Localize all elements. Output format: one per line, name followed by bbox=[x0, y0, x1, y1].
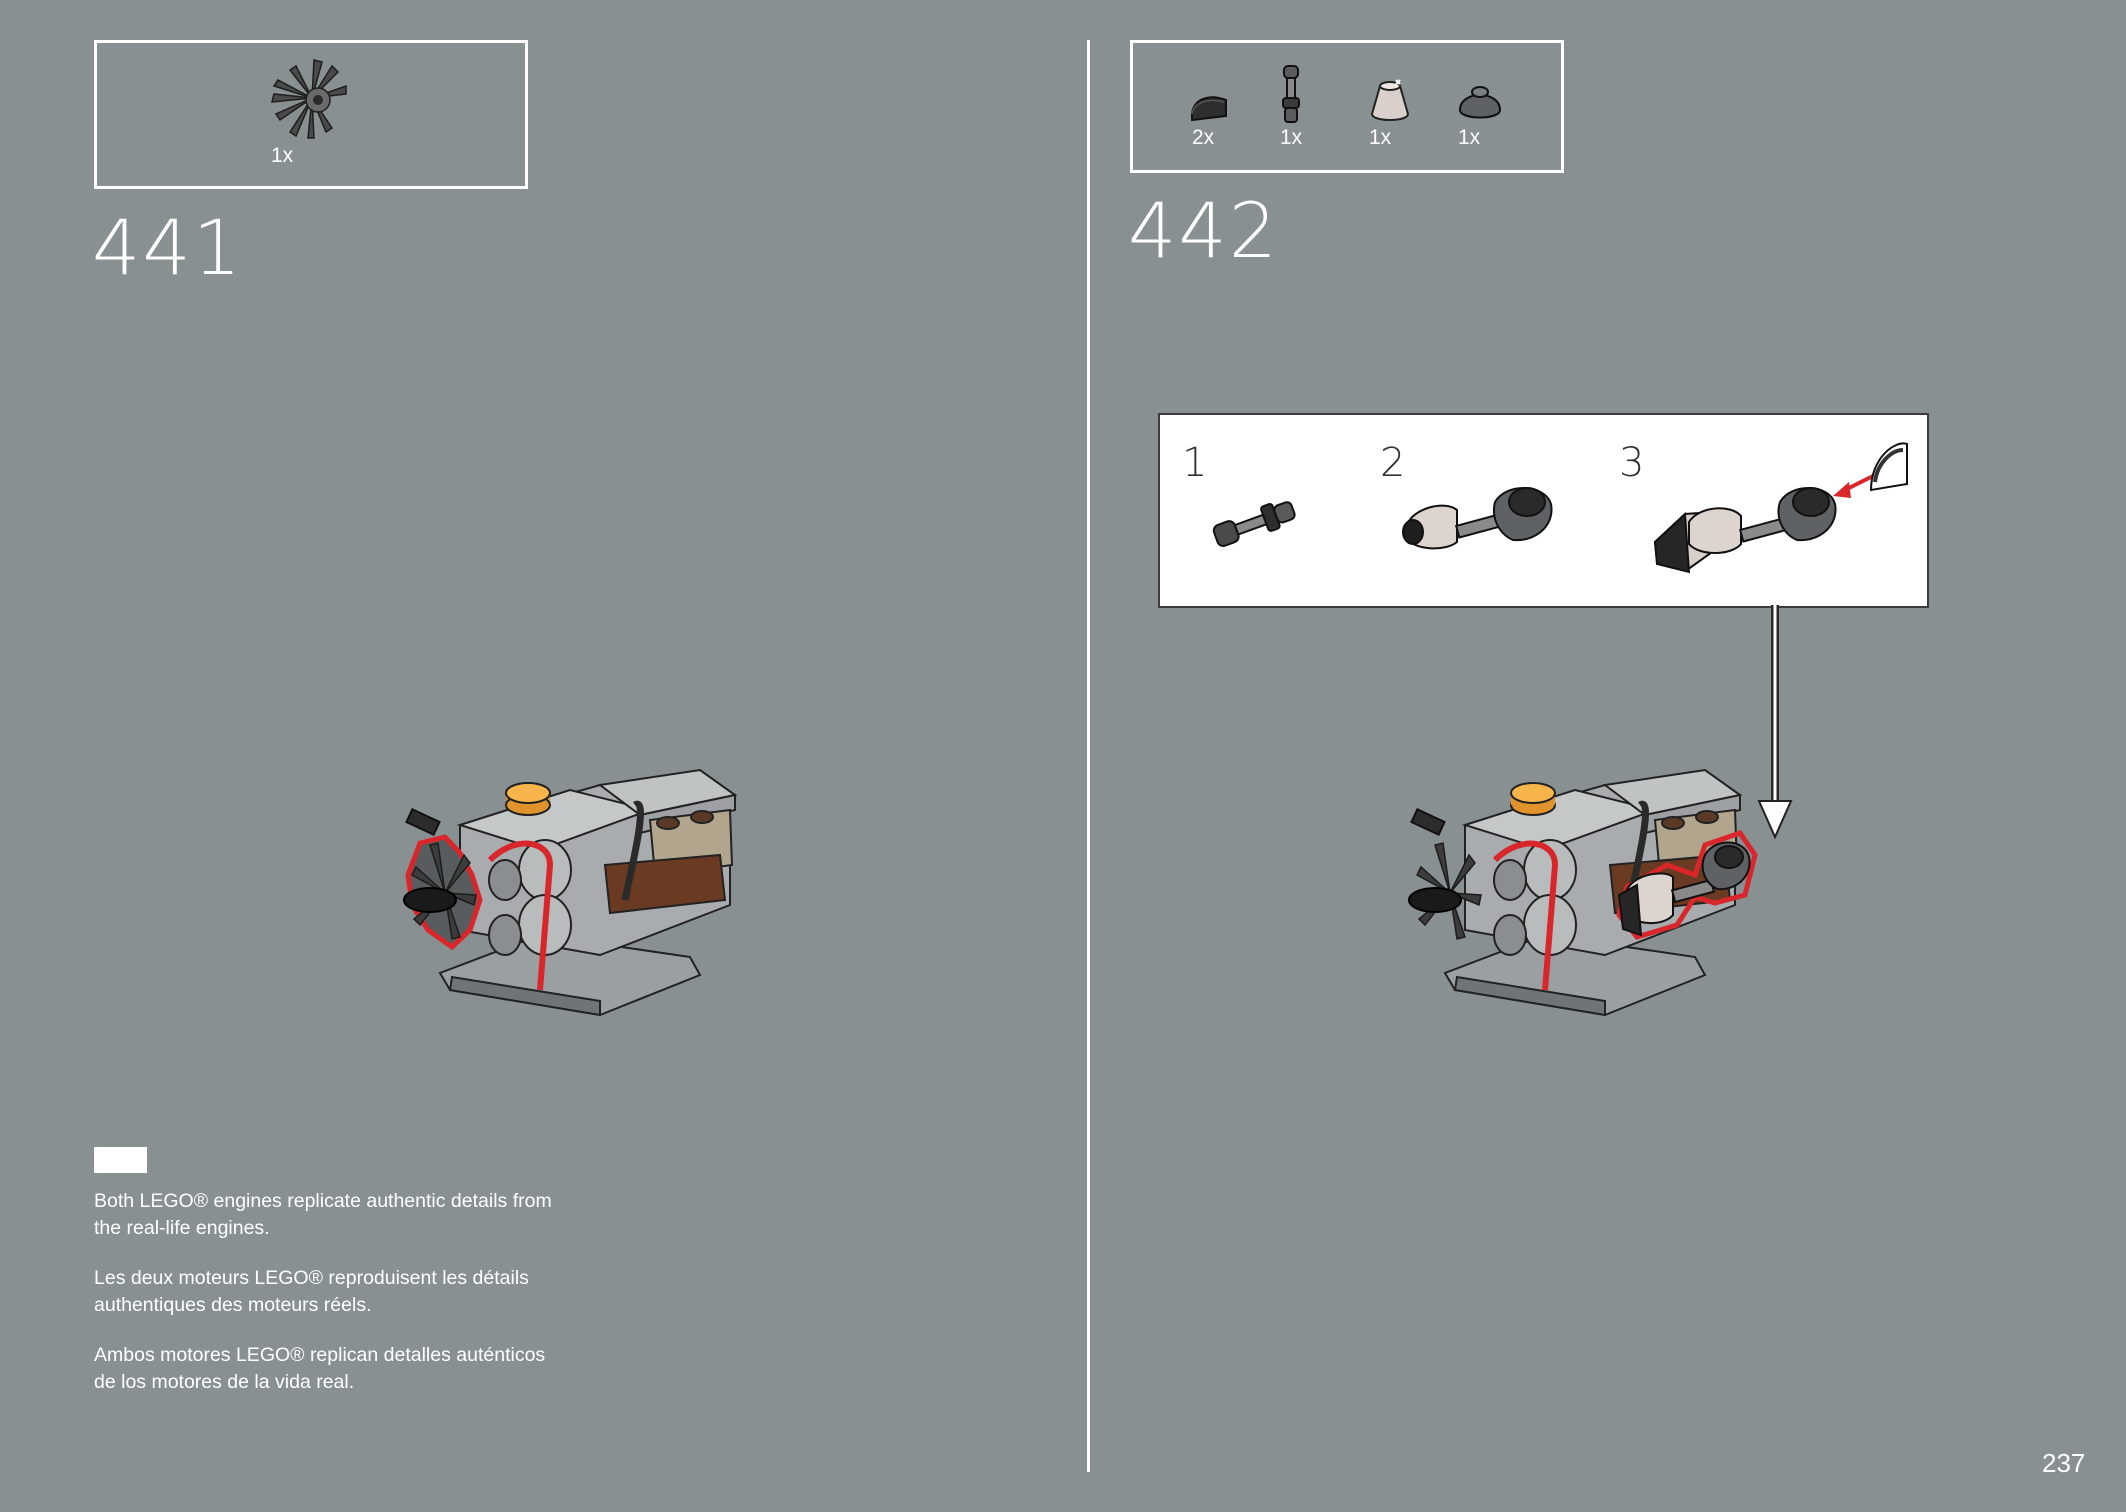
page-divider bbox=[1087, 40, 1090, 1472]
dark-grey-dome-icon bbox=[1458, 86, 1502, 119]
substep-3-full-assembly bbox=[1653, 442, 1908, 574]
light-bluish-cone-icon bbox=[1370, 79, 1410, 121]
substep-3: 3 bbox=[1619, 440, 1645, 486]
engine-model-left bbox=[403, 768, 738, 1017]
substep-1-axle-assembly bbox=[1212, 501, 1296, 547]
step-number-442: 442 bbox=[1128, 186, 1280, 275]
part-qty: 1x bbox=[1369, 126, 1392, 149]
substep-2-cone-assembly bbox=[1402, 487, 1553, 550]
note-spanish: Ambos motores LEGO® replican detalles au… bbox=[94, 1344, 546, 1393]
engine-model-right bbox=[1408, 768, 1758, 1017]
substep-2: 2 bbox=[1380, 440, 1406, 486]
note-english: Both LEGO® engines replicate authentic d… bbox=[94, 1190, 552, 1239]
part-qty: 1x bbox=[1280, 126, 1303, 149]
parts-box-442 bbox=[1130, 40, 1564, 173]
step-number-441: 441 bbox=[92, 203, 244, 292]
note-french: Les deux moteurs LEGO® reproduisent les … bbox=[94, 1267, 529, 1316]
parts-box-441 bbox=[94, 40, 528, 189]
part-qty: 1x bbox=[1458, 126, 1481, 149]
black-slope-curved-icon bbox=[1191, 96, 1227, 122]
part-qty: 2x bbox=[1192, 126, 1215, 149]
callout-pointer-arrow bbox=[1757, 605, 1793, 840]
axle-pin-connector-icon bbox=[1282, 65, 1300, 123]
propeller-blade-ring-icon bbox=[271, 59, 347, 139]
note-marker bbox=[94, 1147, 147, 1173]
part-qty: 1x bbox=[271, 144, 294, 167]
substep-1: 1 bbox=[1182, 440, 1208, 486]
page-number: 237 bbox=[2042, 1448, 2086, 1478]
